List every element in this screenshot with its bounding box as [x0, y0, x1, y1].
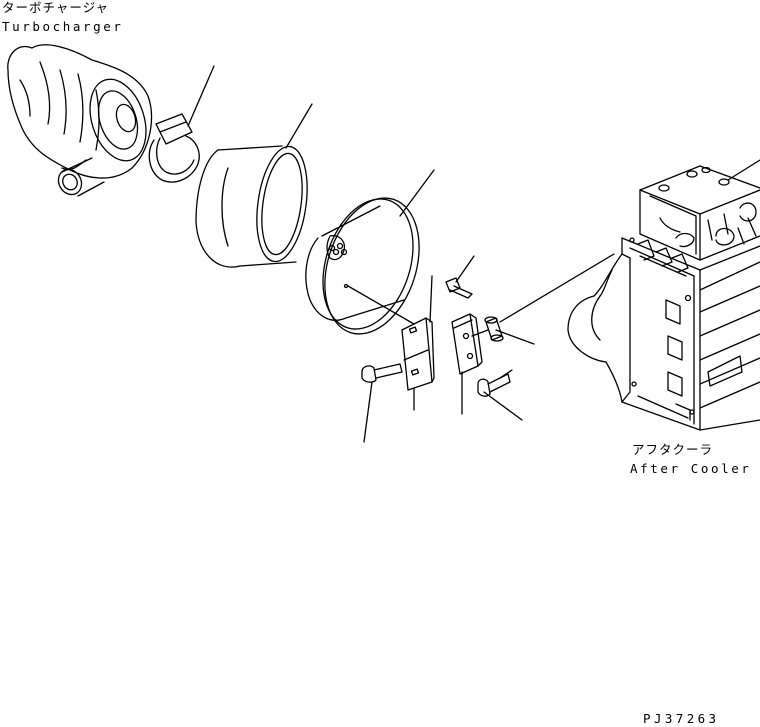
bolt-left — [362, 364, 402, 382]
hose-clamp — [149, 114, 199, 182]
leader-line — [500, 370, 512, 378]
leader-line — [364, 382, 372, 442]
leader-line — [728, 160, 760, 180]
after-cooler-label-jp: アフタクーラ — [632, 442, 714, 457]
leader-line — [188, 66, 214, 126]
turbocharger-label-jp: ターボチャージャ — [2, 0, 110, 15]
hose-sleeve — [196, 143, 314, 267]
bracket-left — [402, 318, 434, 390]
leader-line — [400, 170, 434, 216]
turbocharger — [8, 45, 156, 199]
leader-line — [456, 256, 474, 282]
bracket-right — [452, 314, 482, 374]
center-line — [348, 286, 414, 324]
after-cooler-label-en: After Cooler — [630, 461, 752, 476]
center-line — [472, 330, 488, 336]
leader-line — [496, 330, 534, 344]
leader-line — [430, 276, 432, 322]
cover-plate — [306, 186, 436, 346]
center-line — [500, 254, 614, 322]
leader-line — [286, 104, 312, 148]
spacer — [485, 317, 503, 341]
bolt-right — [478, 374, 510, 396]
bolt-top — [446, 278, 472, 298]
after-cooler — [568, 166, 760, 430]
turbocharger-label-en: Turbocharger — [2, 19, 124, 34]
leader-line — [484, 392, 522, 420]
drawing-code: PJ37263 — [643, 711, 720, 726]
